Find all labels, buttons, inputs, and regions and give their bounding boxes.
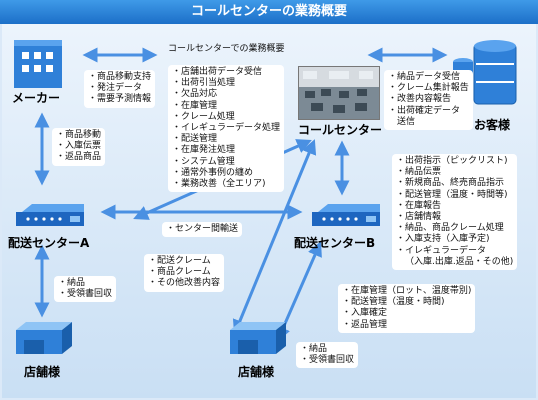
note-item: 受領書回収 <box>300 355 354 366</box>
note-item: 配送クレーム <box>148 256 220 267</box>
note-item: イレギュラーデータ処理 <box>172 123 280 134</box>
note-item: 入庫支持（入庫予定) <box>396 234 513 245</box>
note-item: 配送管理 <box>172 134 280 145</box>
note-item: 入庫確定 <box>342 308 471 319</box>
note-callcenter-tasks: 店舗出荷データ受信 出荷引当処理 欠品対応 在庫管理 クレーム処理 イレギュラー… <box>168 65 285 193</box>
note-item: 入庫伝票 <box>56 141 101 152</box>
note-center-a-to-store: 納品 受領書回収 <box>54 276 117 303</box>
office-image <box>299 67 379 119</box>
note-item: 新規商品、終売商品指示 <box>396 178 513 189</box>
diagram-subtitle: コールセンターでの業務概要 <box>168 44 285 54</box>
note-inter-center-transport: センター間輸送 <box>162 222 243 238</box>
note-item: 納品 <box>300 344 354 355</box>
note-item: 納品、商品クレーム処理 <box>396 223 513 234</box>
note-item: 受領書回収 <box>58 289 112 300</box>
note-item: 配送管理（温度・時間等) <box>396 190 513 201</box>
note-claims: 配送クレーム 商品クレーム その他改善内容 <box>144 254 225 292</box>
note-item: 出荷確定データ <box>388 106 469 117</box>
store-right-label: 店舗様 <box>238 365 275 379</box>
note-item: 需要予測情報 <box>88 94 151 105</box>
note-item: システム管理 <box>172 157 280 168</box>
note-item-continuation: （入庫.出庫.返品・その他) <box>405 256 514 267</box>
note-item: 発注データ <box>88 83 151 94</box>
note-item: センター間輸送 <box>166 224 238 235</box>
page-title: コールセンターの業務概要 <box>0 0 538 24</box>
note-item: 出荷指示（ピックリスト) <box>396 156 513 167</box>
note-item: 返品管理 <box>342 320 471 331</box>
store-left-label: 店舗様 <box>24 365 61 379</box>
center-b-label: 配送センターB <box>294 236 376 250</box>
note-item: その他改善内容 <box>148 278 220 289</box>
note-center-b-to-store: 納品 受領書回収 <box>296 342 359 369</box>
note-item: 在庫管理 <box>172 101 280 112</box>
note-item: 改善内容報告 <box>388 94 469 105</box>
note-item: 出荷引当処理 <box>172 78 280 89</box>
note-item: 納品 <box>58 278 112 289</box>
note-item: 返品商品 <box>56 152 101 163</box>
note-callcenter-to-center-b: 出荷指示（ピックリスト) 納品伝票 新規商品、終売商品指示 配送管理（温度・時間… <box>392 154 518 271</box>
maker-label: メーカー <box>12 91 61 105</box>
note-item: 欠品対応 <box>172 89 280 100</box>
note-item: 店舗情報 <box>396 212 513 223</box>
callcenter-photo <box>298 66 380 120</box>
center-a-label: 配送センターA <box>8 236 90 250</box>
note-customer-to-callcenter: 納品データ受信 クレーム集計報告 改善内容報告 出荷確定データ 送信 <box>384 70 473 131</box>
note-item: 在庫管理（ロット、温度帯別) <box>342 286 471 297</box>
note-item-continuation: 送信 <box>397 116 416 127</box>
note-center-b-tasks: 在庫管理（ロット、温度帯別) 配送管理（温度・時間) 入庫確定 返品管理 <box>338 284 476 333</box>
customer-label: お客様 <box>474 118 511 132</box>
note-item: クレーム集計報告 <box>388 83 469 94</box>
note-item: 納品データ受信 <box>388 72 469 83</box>
note-item: イレギュラーデータ <box>396 246 513 257</box>
note-item: 商品クレーム <box>148 267 220 278</box>
note-item: 業務改善（全エリア) <box>172 179 280 190</box>
note-item: 配送管理（温度・時間) <box>342 297 471 308</box>
callcenter-label: コールセンター <box>298 123 383 137</box>
note-maker-to-callcenter: 商品移動支持 発注データ 需要予測情報 <box>84 70 156 108</box>
arrow-centerB-store <box>276 241 322 342</box>
note-item: 店舗出荷データ受信 <box>172 67 280 78</box>
note-item: 納品伝票 <box>396 167 513 178</box>
note-item: 在庫発注処理 <box>172 145 280 156</box>
note-item: クレーム処理 <box>172 112 280 123</box>
note-item: 商品移動支持 <box>88 72 151 83</box>
note-item: 商品移動 <box>56 130 101 141</box>
note-item: 在庫報告 <box>396 201 513 212</box>
note-maker-to-center-a: 商品移動 入庫伝票 返品商品 <box>52 128 106 166</box>
note-item: 通常外事例の纏め <box>172 168 280 179</box>
